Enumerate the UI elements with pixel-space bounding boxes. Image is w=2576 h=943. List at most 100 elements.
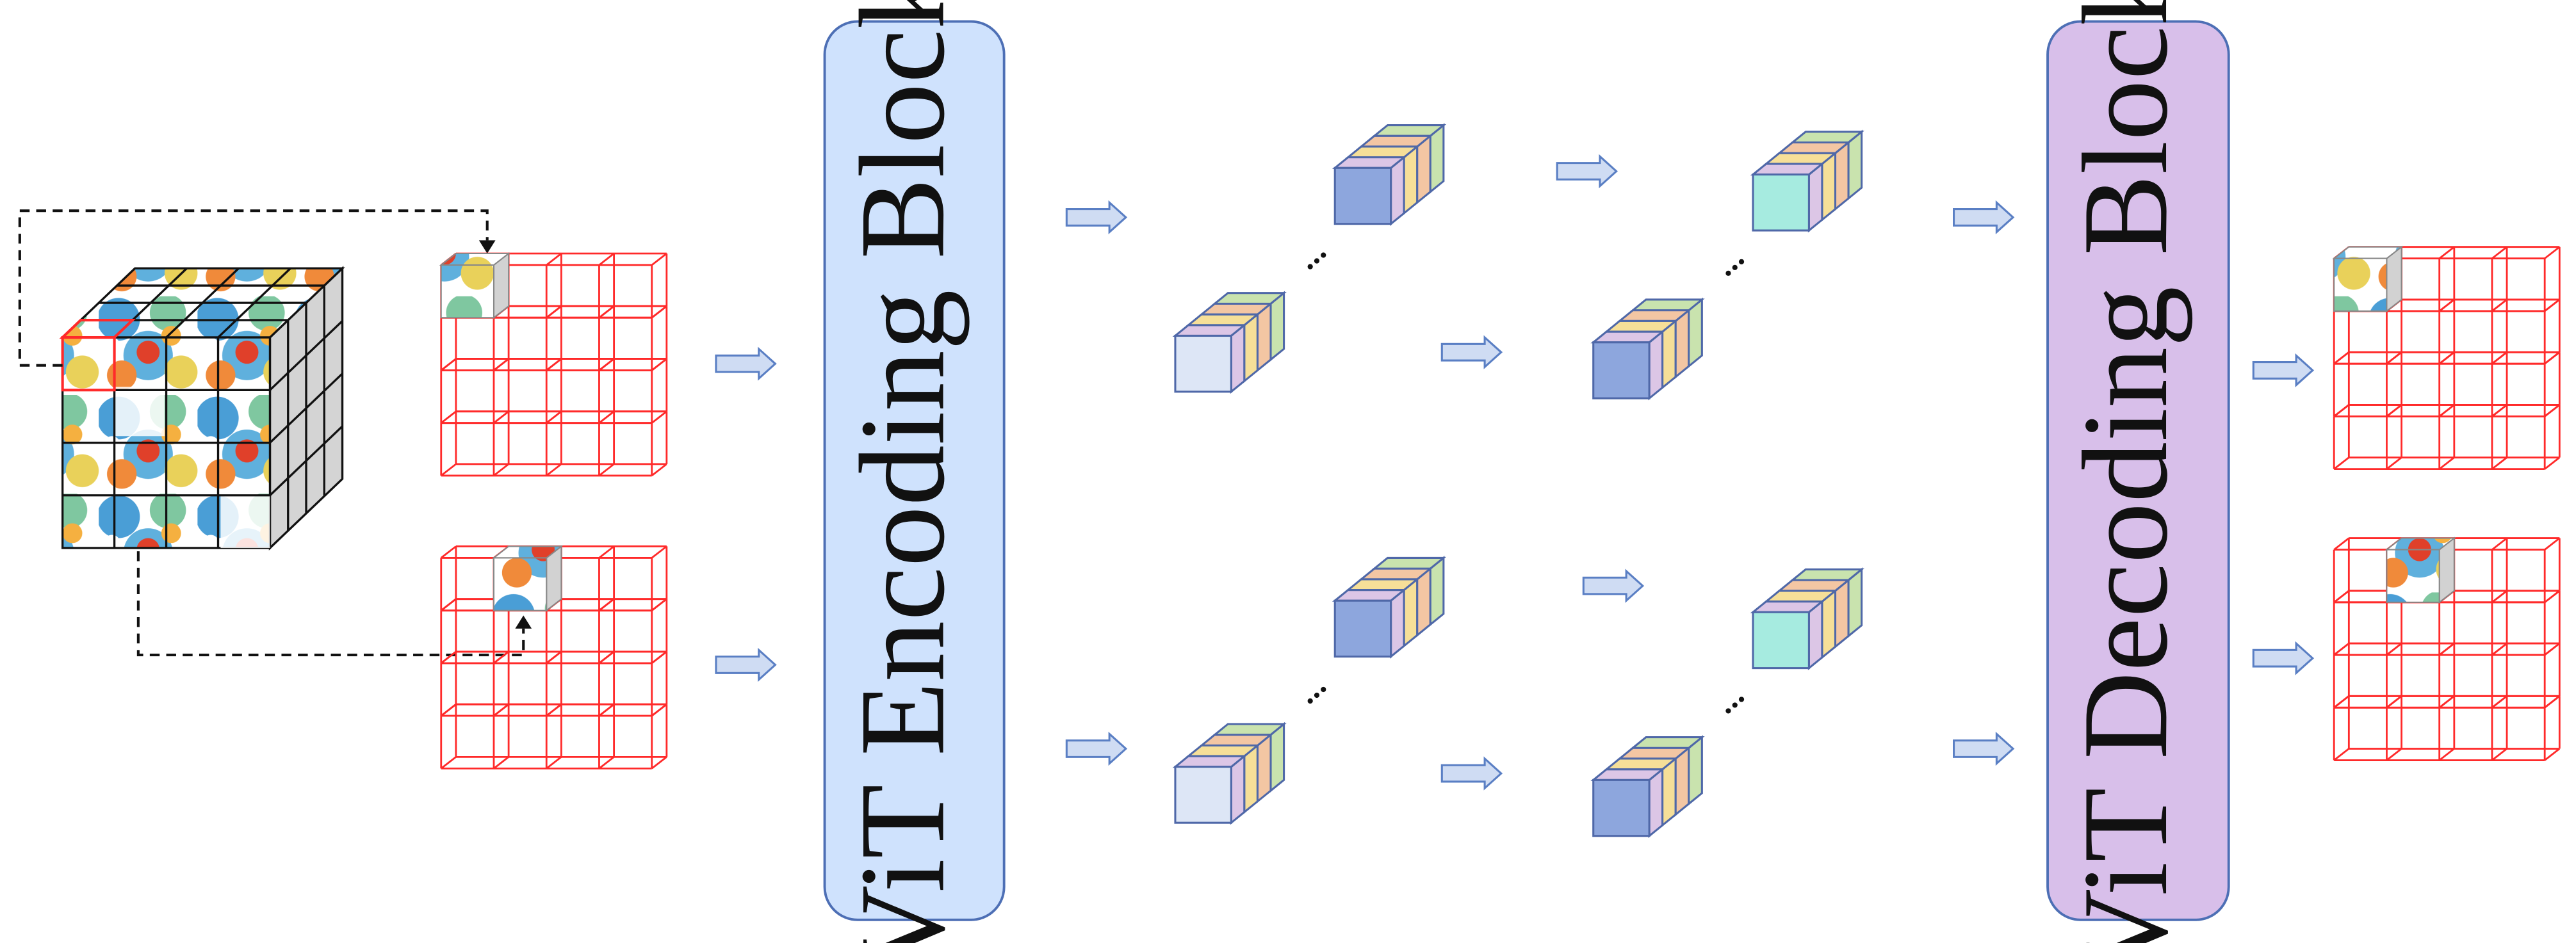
token-top-stripe [1750,163,1825,176]
grid-line [651,756,667,770]
decoder-label: ViT Decoding Block [2058,0,2193,943]
ellipsis-dot [1732,264,1738,270]
grid-line [2438,404,2455,417]
encoder-block: ViT Encoding Block [823,0,1006,943]
grid-line [2491,642,2507,656]
grid-line [546,463,562,477]
grid-line [2386,404,2402,417]
token-front-face [1592,341,1651,399]
token-front-face [1174,334,1232,393]
grid-line [2544,456,2561,470]
token-top-stripe [1603,757,1679,771]
flow-arrow [1440,335,1503,369]
grid-line [2544,537,2561,551]
token-front-face [1592,778,1651,837]
token-top-stripe [1789,568,1864,581]
token-top-stripe [1776,141,1852,154]
grid-line [651,305,667,319]
grid-line [651,358,667,371]
grid-line [2333,537,2350,551]
flow-arrow [2252,641,2315,675]
patch-heatmap [440,264,495,319]
token-top-stripe [1763,152,1838,165]
grid-line [546,358,562,371]
token-top-stripe [1332,588,1407,602]
ellipsis-dot [1738,697,1745,702]
token-top-stripe [1172,324,1248,337]
grid-line [598,598,615,611]
patch-heatmap [2386,549,2440,603]
arrowhead-up [515,615,532,629]
grid-line [493,704,509,717]
grid-line [2386,456,2402,470]
token-front-face [1174,766,1232,824]
patch-grid-input-bottom [440,545,668,770]
grid-line [440,704,457,717]
token-top-stripe [1198,302,1274,316]
ellipsis-dec-top [1725,259,1745,276]
token-top-stripe [1617,309,1692,322]
grid-line [493,756,509,770]
grid-line [493,650,509,665]
arrowhead-down [478,240,496,254]
grid-line [651,463,667,477]
grid-line [2491,590,2507,603]
grid-line [2333,748,2350,761]
token-front-face [1333,166,1392,225]
ellipsis-dot [1314,692,1320,698]
decoder-box [2046,20,2230,921]
patch-grids [439,245,2561,770]
grid-line [2544,642,2561,656]
grid-line [2544,246,2561,259]
grid-line [651,598,667,611]
grid-line [2438,695,2455,709]
grid-line [2491,695,2507,709]
ellipsis-dot [1307,264,1313,270]
token-front-face [1333,599,1392,658]
token-top-stripe [1371,124,1447,137]
encoder-label: ViT Encoding Block [836,0,970,943]
ellipsis-dot [1725,270,1731,276]
grid-line [2491,298,2507,312]
ellipsis-dot [1321,686,1326,693]
cube-blank-cell [115,387,165,437]
grid-line [598,650,615,665]
flow-arrow [2252,353,2315,388]
token-top-stripe [1590,768,1666,781]
token-dec-top-first [1590,297,1705,401]
grid-line [2438,351,2455,365]
token-top-stripe [1345,578,1421,592]
grid-line [440,358,457,371]
grid-line [598,252,615,266]
flow-arrow [1556,154,1618,189]
grid-line [2491,537,2507,551]
token-top-stripe [1630,736,1705,749]
token-dec-top-last [1750,129,1864,233]
token-enc-top-first [1172,291,1287,394]
grid-line [651,650,667,665]
grid-line [493,410,509,424]
cube-selected-patch [61,335,116,392]
flow-arrow [715,346,777,381]
token-top-stripe [1212,292,1287,305]
token-dec-bottom-first [1590,735,1705,838]
token-top-stripe [1172,755,1248,768]
flow-arrow [1953,200,2015,235]
grid-line [546,252,562,266]
grid-line [598,463,615,477]
grid-line [2333,642,2350,656]
token-top-stripe [1590,330,1666,344]
grid-line [440,650,457,665]
grid-line [546,650,562,665]
dashed-connector-top [18,209,489,367]
ellipsis-enc-bottom [1307,686,1326,704]
flow-arrow [1065,731,1128,766]
grid-line [440,598,457,611]
ellipsis-enc-top [1307,252,1326,270]
grid-line [598,545,615,559]
patch-heatmap [493,557,548,611]
token-top-stripe [1358,567,1433,581]
patch-grid-output-bottom [2333,536,2561,761]
grid-line [493,358,509,371]
